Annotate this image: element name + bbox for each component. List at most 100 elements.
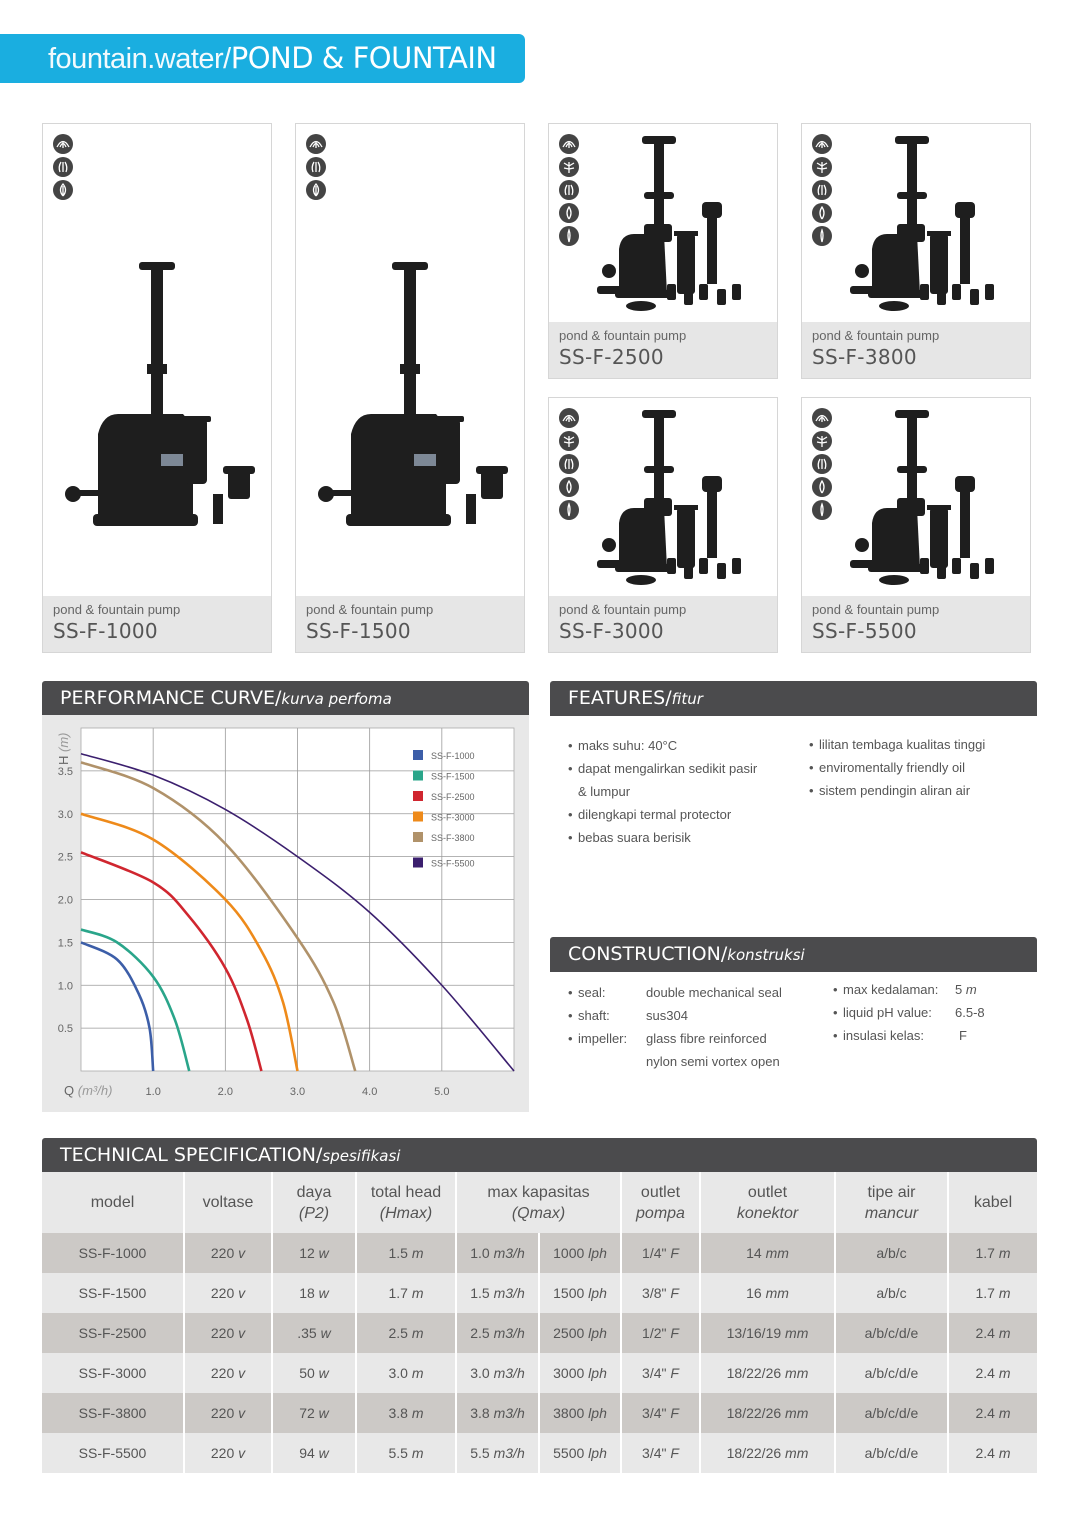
table-cell: 3/4" F [621, 1433, 701, 1473]
leaf-spray-icon [306, 180, 326, 200]
construction-list-left: seal:double mechanical seal shaft:sus304… [568, 981, 782, 1073]
x-tick-label: 5.0 [434, 1086, 449, 1098]
pump-product-image [65, 262, 255, 526]
fountain-type-icons [559, 134, 579, 246]
spray-arc-icon [559, 408, 579, 428]
table-cell: 5.5 m3/h [456, 1433, 540, 1473]
jet-streams-icon [812, 180, 832, 200]
feature-item: maks suhu: 40°C [568, 734, 757, 757]
features-title-italic: fitur [671, 690, 703, 708]
construction-title-italic: konstruksi [727, 946, 805, 964]
product-subtitle: pond & fountain pump [812, 328, 940, 343]
legend-swatch [413, 857, 423, 868]
feature-item: dilengkapi termal protector [568, 803, 757, 826]
fountain-type-icons [812, 134, 832, 246]
construction-key: shaft: [578, 1008, 610, 1023]
product-subtitle: pond & fountain pump [53, 602, 181, 617]
construction-unit: m [965, 982, 977, 997]
construction-key: impeller: [578, 1031, 628, 1046]
product-model: SS-F-2500 [559, 345, 664, 369]
table-cell: 3.8 m [356, 1393, 457, 1433]
table-cell: 1/4" F [621, 1233, 701, 1273]
feature-item: sistem pendingin aliran air [809, 779, 985, 802]
construction-key: seal: [578, 985, 606, 1000]
table-cell: 3000 lph [539, 1353, 622, 1393]
construction-value: F [959, 1028, 967, 1043]
y-tick-label: 0.5 [58, 1023, 73, 1035]
y-tick-label: 2.5 [58, 852, 73, 864]
spray-arc-icon [559, 134, 579, 154]
jet-streams-icon [306, 157, 326, 177]
table-cell: 13/16/19 mm [700, 1313, 836, 1353]
feature-item: lilitan tembaga kualitas tinggi [809, 733, 985, 756]
series-line-SS-F-3000 [80, 812, 299, 1072]
table-cell: 1.7 m [948, 1233, 1037, 1273]
table-cell: 1.7 m [948, 1273, 1037, 1313]
y-tick-label: 3.0 [58, 809, 73, 821]
feature-item: dapat mengalirkan sedikit pasir [568, 757, 757, 780]
table-cell: 2.4 m [948, 1393, 1037, 1433]
spec-header: TECHNICAL SPECIFICATION/spesifikasi [42, 1138, 1037, 1173]
table-cell: 3.0 m [356, 1353, 457, 1393]
construction-item: nylon semi vortex open [568, 1050, 782, 1073]
legend-label: SS-F-1500 [431, 772, 475, 782]
table-cell: SS-F-3000 [42, 1353, 185, 1393]
banner-title: POND & FOUNTAIN [230, 41, 497, 75]
table-cell: SS-F-2500 [42, 1313, 185, 1353]
table-cell: 2500 lph [539, 1313, 622, 1353]
construction-key [578, 1050, 646, 1073]
jet-streams-icon [559, 454, 579, 474]
single-jet-icon [812, 500, 832, 520]
product-subtitle: pond & fountain pump [559, 602, 687, 617]
page-banner: fountain.water/POND & FOUNTAIN [0, 34, 525, 83]
fountain-type-icons [53, 134, 73, 200]
x-tick-label: 3.0 [290, 1086, 305, 1098]
product-subtitle: pond & fountain pump [306, 602, 434, 617]
table-cell: 1.5 m [356, 1233, 457, 1273]
pump-product-image [597, 136, 741, 311]
legend-label: SS-F-3800 [431, 833, 475, 843]
table-cell: 1.0 m3/h [456, 1233, 540, 1273]
table-cell: SS-F-1500 [42, 1273, 185, 1313]
y-tick-label: 1.5 [58, 937, 73, 949]
product-subtitle: pond & fountain pump [812, 602, 940, 617]
table-cell: 18/22/26 mm [700, 1433, 836, 1473]
table-cell: SS-F-1000 [42, 1233, 185, 1273]
table-cell: 18/22/26 mm [700, 1353, 836, 1393]
table-cell: 5500 lph [539, 1433, 622, 1473]
table-cell: 12 w [272, 1233, 357, 1273]
table-cell: a/b/c/d/e [835, 1313, 949, 1353]
table-cell: 3.0 m3/h [456, 1353, 540, 1393]
construction-item: impeller:glass fibre reinforced [568, 1027, 782, 1050]
column-header: kabel [948, 1172, 1037, 1233]
table-cell: 2.4 m [948, 1353, 1037, 1393]
table-cell: .35 w [272, 1313, 357, 1353]
table-cell: SS-F-5500 [42, 1433, 185, 1473]
performance-title-italic: kurva perfoma [281, 690, 392, 708]
legend-swatch [413, 791, 423, 801]
pump-product-image [850, 136, 994, 311]
construction-value: 5 [955, 982, 963, 997]
table-cell: 1000 lph [539, 1233, 622, 1273]
table-cell: 2.4 m [948, 1433, 1037, 1473]
legend-label: SS-F-2500 [431, 792, 475, 802]
table-cell: 2.4 m [948, 1313, 1037, 1353]
table-cell: 18 w [272, 1273, 357, 1313]
table-cell: 2.5 m [356, 1313, 457, 1353]
construction-header: CONSTRUCTION/konstruksi [550, 937, 1037, 972]
column-header: max kapasitas(Qmax) [456, 1172, 622, 1233]
leaf-spray-icon [53, 180, 73, 200]
legend-swatch [413, 811, 423, 822]
